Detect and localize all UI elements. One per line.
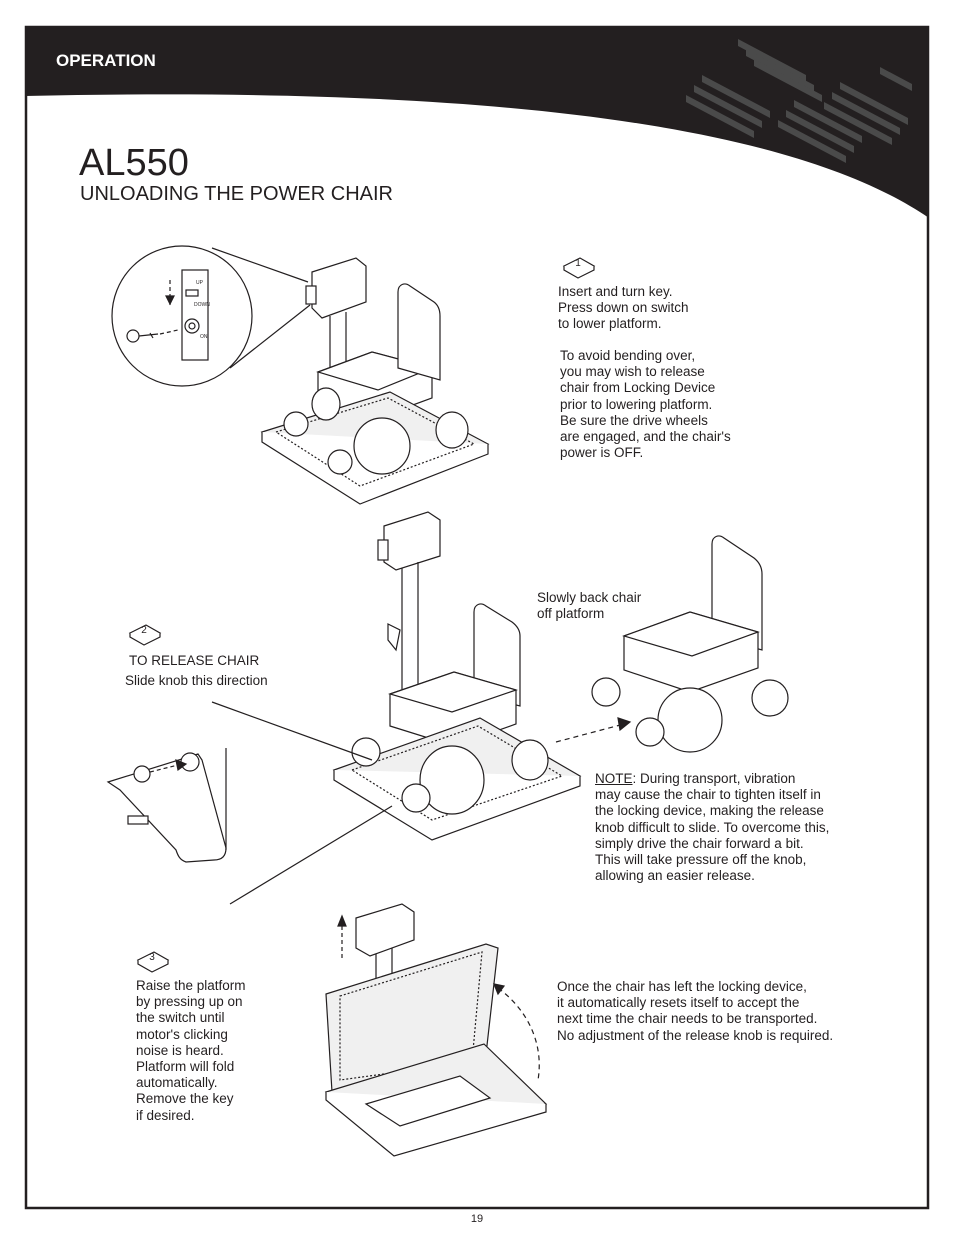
note-label: NOTE — [595, 771, 633, 786]
step3-illustration — [324, 903, 548, 1157]
section-title: OPERATION — [56, 51, 156, 70]
switch-label-on: ON — [200, 334, 208, 340]
step2-badge — [128, 624, 162, 646]
switch-label-down: DOWN — [194, 302, 210, 308]
step2-heading: TO RELEASE CHAIR — [129, 653, 260, 668]
step1-number: 1 — [575, 258, 581, 269]
page-subtitle: UNLOADING THE POWER CHAIR — [80, 183, 393, 205]
reset-note: Once the chair has left the locking devi… — [557, 979, 834, 1043]
step1-instructions: Insert and turn key. Press down on switc… — [558, 284, 689, 332]
page-number: 19 — [470, 1213, 484, 1225]
transport-note: NOTE: During transport, vibration may ca… — [595, 771, 829, 884]
step3-instructions: Raise the platform by pressing up on the… — [136, 978, 246, 1123]
step2-illustration — [106, 511, 582, 905]
step2-instructions: Slide knob this direction — [125, 673, 268, 688]
switch-label-up: UP — [196, 280, 203, 286]
step1-badge — [562, 257, 596, 279]
chair-backing-off-illustration — [555, 535, 789, 753]
header-band — [25, 27, 929, 218]
step1-note: To avoid bending over, you may wish to r… — [560, 348, 731, 461]
step2-number: 2 — [141, 625, 147, 636]
note-text: : During transport, vibration may cause … — [595, 771, 830, 884]
page-border — [24, 25, 930, 1210]
step3-badge — [136, 951, 170, 973]
step1-illustration — [111, 245, 490, 505]
back-off-instructions: Slowly back chair off platform — [537, 590, 642, 622]
model-title: AL550 — [79, 142, 189, 184]
step3-number: 3 — [149, 952, 155, 963]
logo-stripes-icon — [686, 39, 912, 163]
key-icon — [126, 329, 179, 343]
